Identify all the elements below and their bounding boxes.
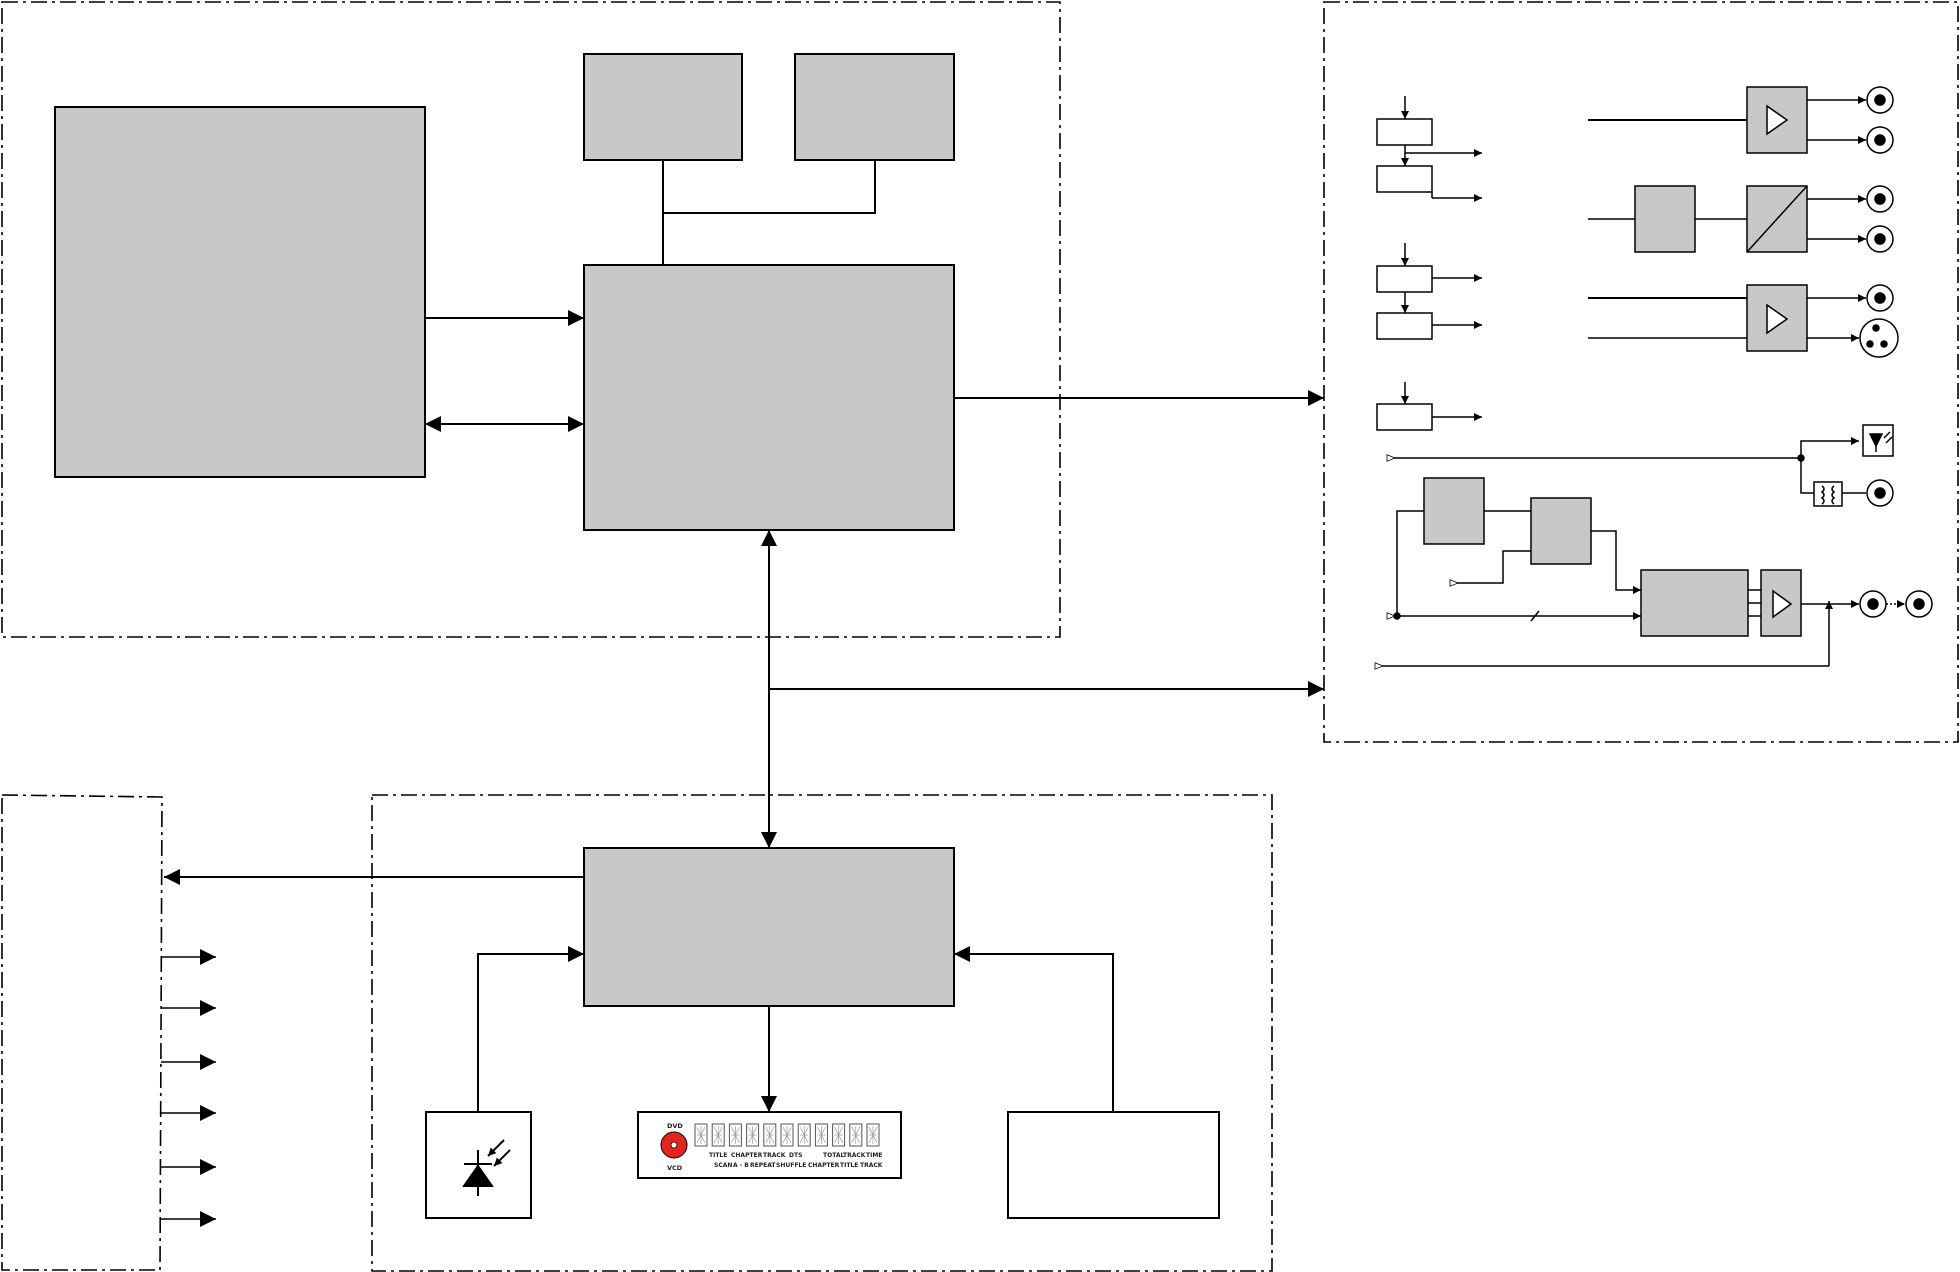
vfd-label-row1-3: DTS: [789, 1152, 802, 1159]
region-front-panel: [371, 794, 1273, 1272]
vfd-label-row1-0: TITLE: [709, 1152, 727, 1159]
vfd-label-row2-3: SHUFFLE: [776, 1162, 806, 1169]
vfd-segment-lines: [713, 1126, 723, 1144]
rca-jacks: [1866, 86, 1894, 507]
transformer-icon: [1813, 481, 1843, 507]
vfd-segment-lines: [748, 1126, 757, 1144]
ir-to-controller-arrow: [477, 946, 584, 1112]
power-supply-outputs: [161, 949, 216, 1227]
buffer-stage-3: [1376, 382, 1482, 431]
region-power-supply: [1, 794, 163, 1271]
region-output-interfaces: [1323, 1, 1959, 743]
vfd-segment-lines: [851, 1126, 861, 1144]
vfd-segment-lines: [731, 1126, 740, 1144]
vfd-logo-bottom: VCD: [667, 1164, 683, 1172]
vfd-segment-lines: [817, 1126, 826, 1144]
vfd-label-row2-0: SCAN: [714, 1162, 732, 1169]
rca-jack-icon: [1866, 225, 1894, 253]
vfd-digit-group: [694, 1123, 880, 1147]
vfd-label-row1-5: TRACK: [843, 1152, 866, 1159]
buffer-stage-1: [1376, 96, 1482, 202]
video-encoder-section: [1374, 477, 1933, 670]
disc-loader-block: [54, 106, 426, 478]
rca-jack-icon: [1866, 479, 1894, 507]
buffer-stage-2: [1376, 243, 1482, 340]
front-keys-block: [1007, 1111, 1220, 1219]
dac-chain: [1588, 185, 1866, 253]
vfd-segment-lines: [782, 1126, 792, 1144]
vfd-label-row2-4: CHAPTER: [808, 1162, 840, 1169]
memory-block-2: [794, 53, 955, 161]
vfd-label-row2-5: TITLE: [840, 1162, 858, 1169]
main-blocks: [54, 53, 955, 1007]
audio-amplifier-2: [1588, 284, 1866, 352]
vfd-label-row2-2: REPEAT: [750, 1162, 776, 1169]
vfd-label-row1-4: TOTAL: [823, 1152, 844, 1159]
rca-jack-icon: [1866, 126, 1894, 154]
vfd-label-row1-2: TRACK: [763, 1152, 786, 1159]
memory-bus: [662, 160, 876, 265]
amplifier-triangle-icon: [1766, 104, 1789, 136]
dac-converter-icon: [1746, 185, 1808, 253]
rca-jack-icon: [1866, 86, 1894, 114]
decoder-block: [583, 264, 955, 531]
vfd-label-row2-6: TRACK: [860, 1162, 883, 1169]
vfd-logo-top: DVD: [667, 1122, 683, 1130]
vfd-disc-logo: DVD VCD: [660, 1122, 688, 1172]
vfd-segment-lines: [799, 1126, 809, 1144]
region-main-processing: [1, 1, 1061, 638]
vfd-segment-lines: [696, 1126, 706, 1144]
vfd-label-row1-6: TIME: [866, 1152, 882, 1159]
audio-amplifier-1: [1588, 86, 1866, 154]
main-connections: [164, 310, 1324, 1112]
amplifier-triangle-icon: [1772, 589, 1793, 619]
digital-audio-output: [1386, 424, 1894, 507]
rca-jack-icon: [1866, 185, 1894, 213]
rca-jack-icon: [1905, 590, 1933, 618]
vfd-segment-lines: [834, 1126, 843, 1144]
memory-block-1: [583, 53, 743, 161]
ir-receiver: [425, 1111, 532, 1219]
keys-to-controller-arrow: [954, 946, 1114, 1112]
ir-receiver-photodiode-icon: [462, 1139, 511, 1196]
front-controller-block: [583, 847, 955, 1007]
rca-jack-icon: [1866, 284, 1894, 312]
amplifier-triangle-icon: [1766, 303, 1789, 335]
output-interfaces: [1374, 86, 1933, 670]
vfd-segment-lines: [868, 1126, 878, 1144]
din-connector-icon: [1859, 318, 1899, 358]
vfd-label-row1-1: CHAPTER: [731, 1152, 763, 1159]
vfd-label-row2-1: A - B: [733, 1162, 749, 1169]
rca-jack-icon: [1859, 590, 1887, 618]
vfd-segment-lines: [765, 1126, 775, 1144]
